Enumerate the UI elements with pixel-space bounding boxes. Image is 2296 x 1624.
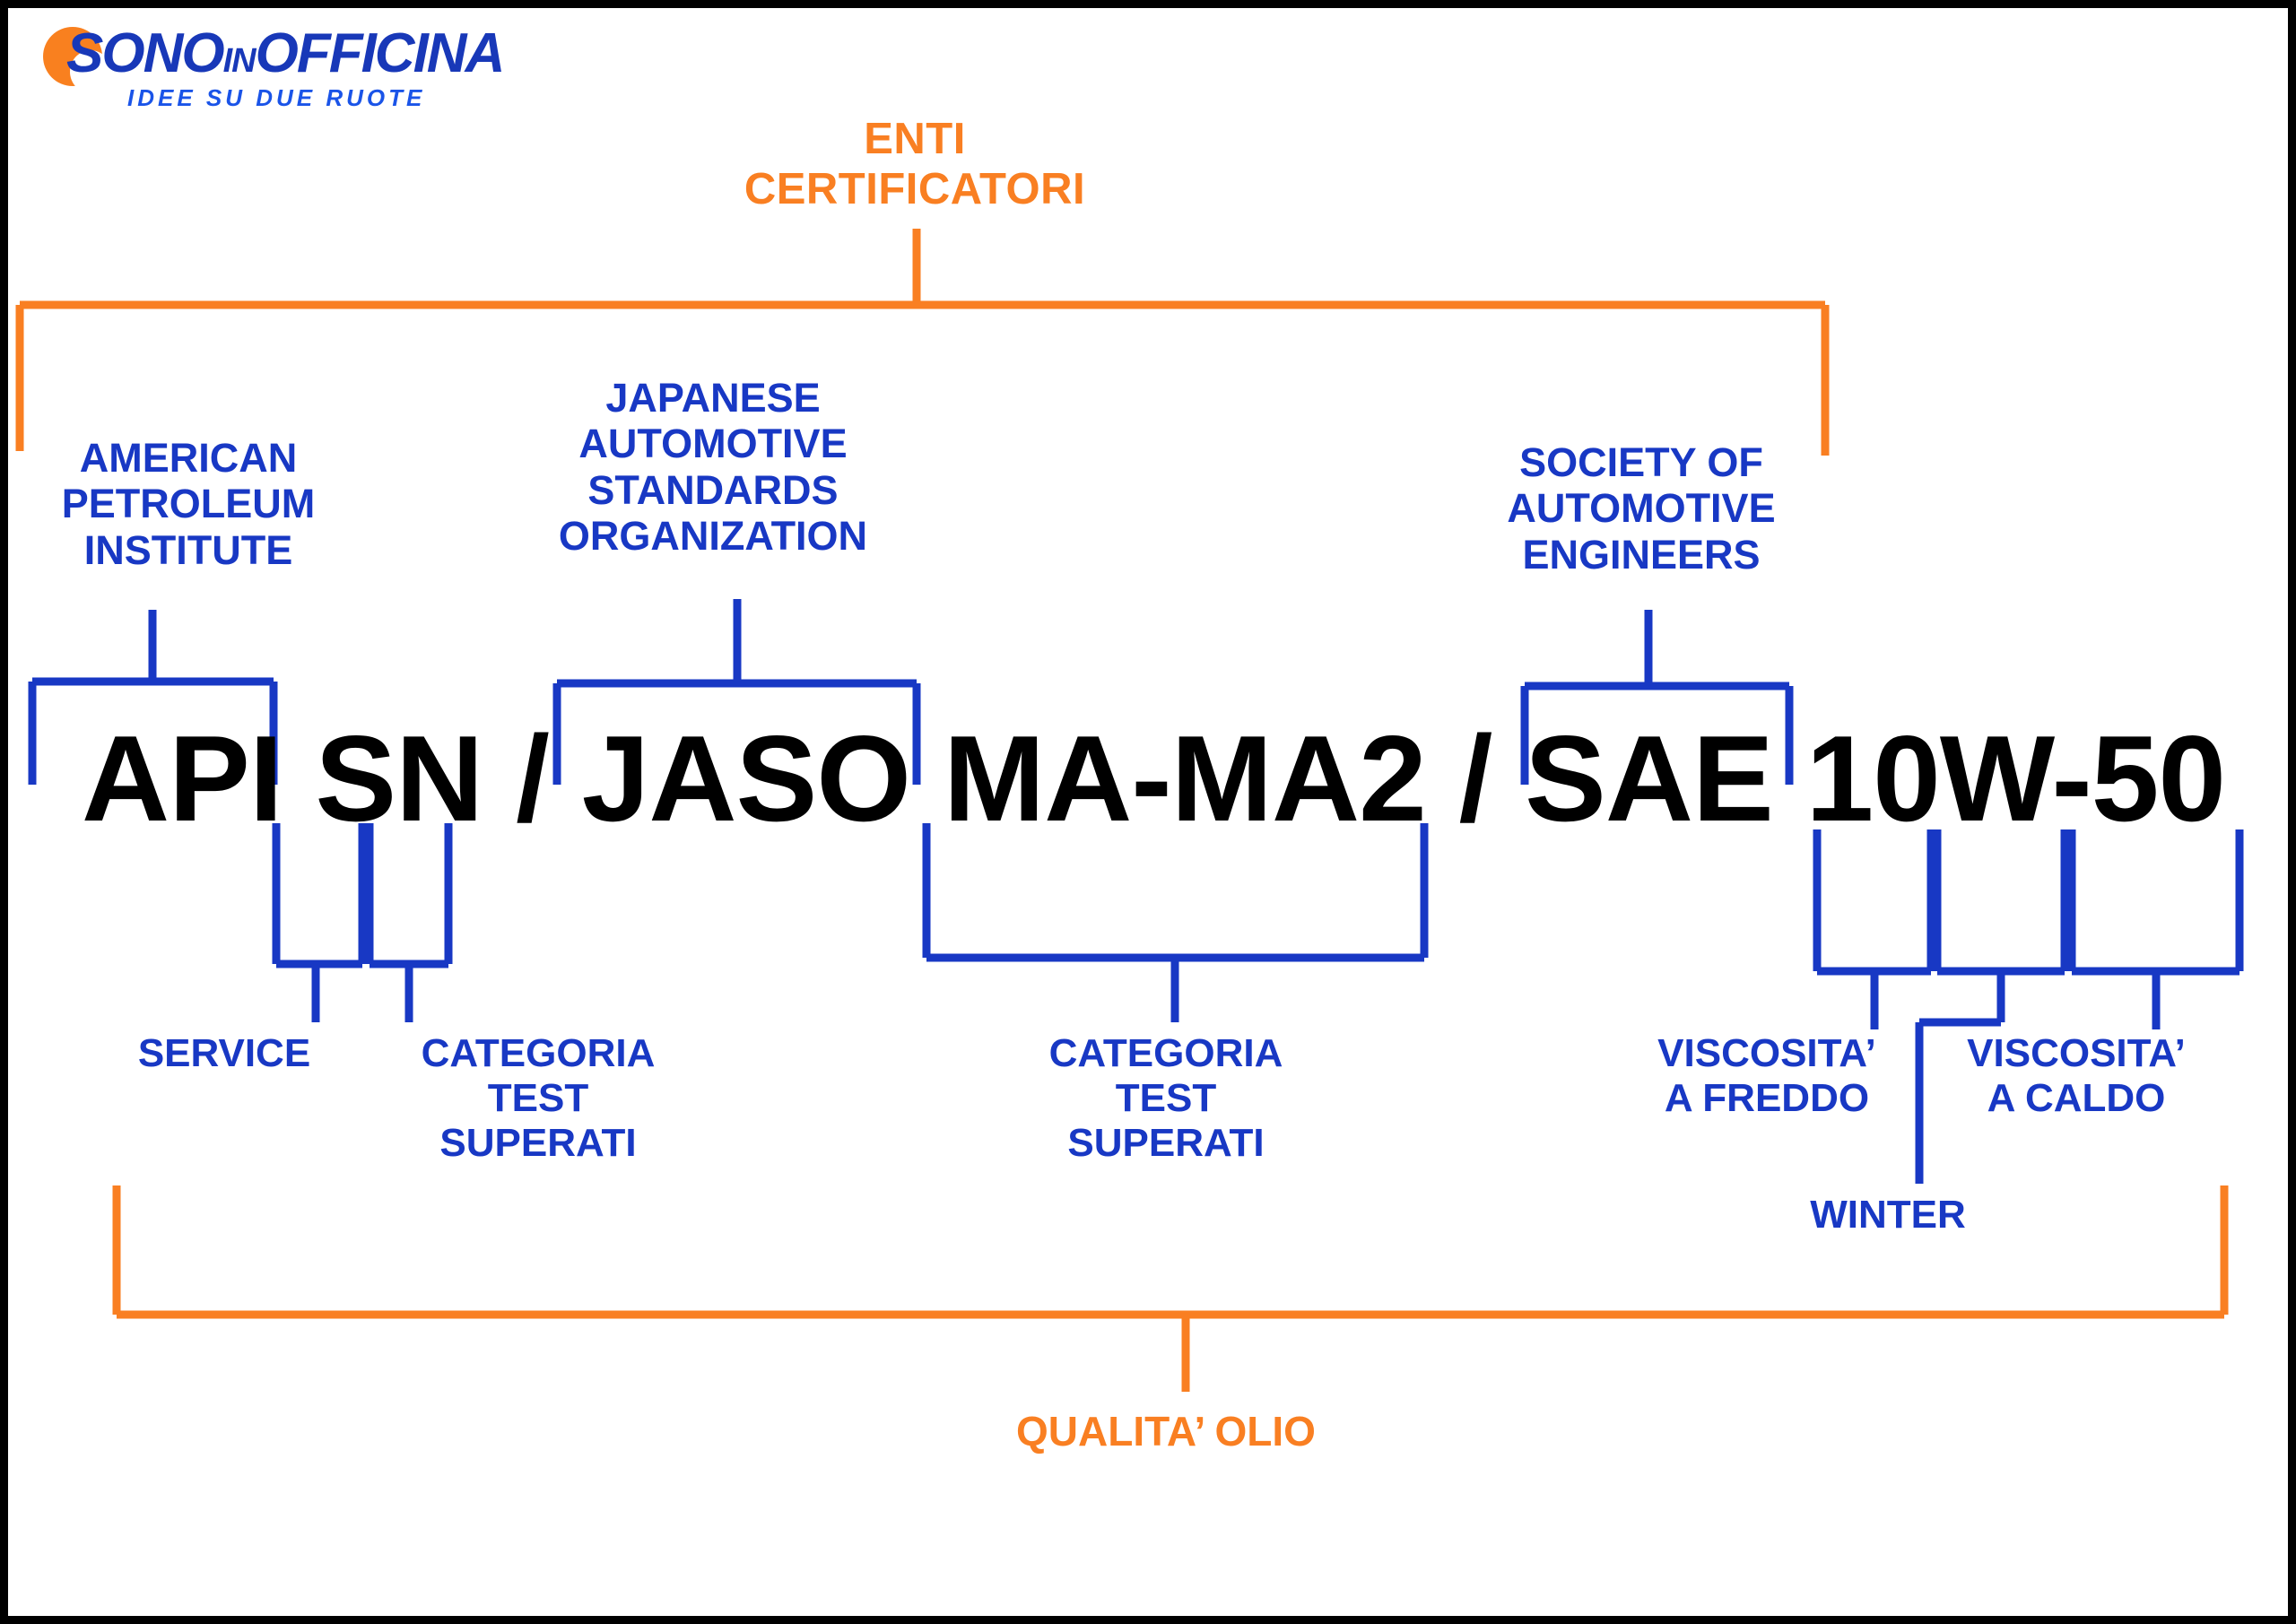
logo-arc-cut bbox=[70, 50, 111, 93]
footer-title-qualita-olio: QUALITA’ OLIO bbox=[1016, 1408, 1316, 1455]
annotation-service: SERVICE bbox=[137, 1031, 311, 1075]
org-label-api: AMERICAN PETROLEUM INSTITUTE bbox=[61, 435, 316, 573]
annotation-jaso-categoria-test-superati: CATEGORIA TEST SUPERATI bbox=[1048, 1031, 1283, 1166]
oil-specification-code: API SN / JASO MA-MA2 / SAE 10W-50 bbox=[81, 710, 2226, 847]
logo-wordmark-tail: OFFICINA bbox=[255, 22, 506, 84]
logo-wordmark-head: SONO bbox=[66, 22, 225, 84]
annotation-viscosita-a-freddo: VISCOSITA’ A FREDDO bbox=[1657, 1031, 1876, 1121]
logo-tagline: IDEE SU DUE RUOTE bbox=[127, 84, 426, 111]
page-title-enti-certificatori: ENTI CERTIFICATORI bbox=[744, 115, 1086, 213]
annotation-viscosita-a-caldo: VISCOSITA’ A CALDO bbox=[1967, 1031, 2186, 1121]
logo-in-badge: IN bbox=[222, 42, 257, 80]
org-label-jaso: JAPANESE AUTOMOTIVE STANDARDS ORGANIZATI… bbox=[558, 375, 868, 559]
annotation-winter: WINTER bbox=[1810, 1193, 1966, 1237]
brand-logo[interactable]: SONOINOFFICINA IDEE SU DUE RUOTE bbox=[23, 13, 508, 120]
logo-wordmark: SONOINOFFICINA bbox=[66, 22, 506, 85]
org-label-sae: SOCIETY OF AUTOMOTIVE ENGINEERS bbox=[1507, 439, 1776, 578]
annotation-api-categoria-test-superati: CATEGORIA TEST SUPERATI bbox=[421, 1031, 656, 1166]
